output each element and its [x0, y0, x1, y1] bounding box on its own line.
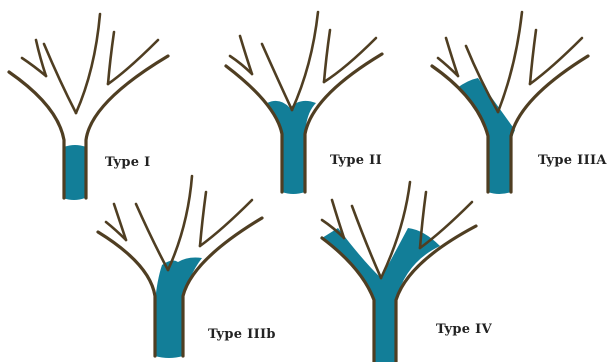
label-type-3b: Type IIIb [208, 327, 276, 342]
diagram-type-4: Type IV [322, 182, 493, 362]
tumor-fill-type-4 [322, 228, 440, 362]
label-type-3a: Type IIIA [538, 153, 607, 168]
label-type-1: Type I [105, 155, 151, 170]
diagram-type-3b: Type IIIb [98, 176, 276, 358]
diagram-type-1: Type I [9, 14, 168, 200]
diagram-type-3a: Type IIIA [432, 12, 607, 194]
duct-tree-type-1 [9, 14, 168, 198]
label-type-4: Type IV [436, 322, 493, 337]
label-type-2: Type II [330, 153, 382, 168]
tumor-fill-type-1 [63, 145, 86, 200]
diagram-type-2: Type II [226, 12, 382, 194]
